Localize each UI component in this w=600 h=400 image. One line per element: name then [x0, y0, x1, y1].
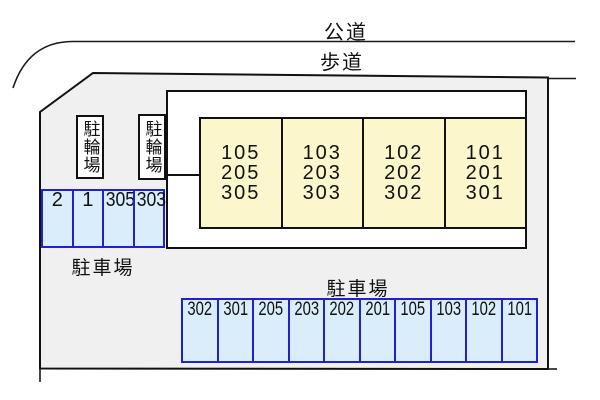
parking-space-203: 203	[287, 299, 323, 361]
room-unit-103: 103 203 303	[280, 117, 364, 229]
parking-space-number: 101	[506, 299, 532, 320]
parking-space-number: 305	[105, 189, 136, 211]
parking-space-number: 102	[471, 299, 497, 320]
parking-space-2: 2	[43, 189, 72, 246]
parking-space-number: 203	[293, 299, 319, 320]
room-unit-105: 105 205 305	[199, 117, 283, 229]
parking-space-101: 101	[500, 299, 536, 361]
parking-space-number: 202	[329, 299, 355, 320]
room-number: 303	[302, 182, 342, 204]
room-number: 202	[384, 162, 424, 184]
room-number: 203	[302, 162, 342, 184]
parking-space-305: 305	[102, 189, 136, 246]
parking-space-number: 103	[435, 299, 461, 320]
left-parking-row: 2 1 305 303	[41, 189, 166, 248]
room-number: 305	[221, 182, 261, 204]
building-outline: 105 205 305 103 203 303 102 202 302 101 …	[166, 90, 527, 249]
parking-space-201: 201	[358, 299, 394, 361]
public-road-label: 公道	[324, 22, 368, 44]
bicycle-parking-label: 駐輪場	[80, 120, 100, 174]
room-unit-101: 101 201 301	[443, 117, 527, 229]
bottom-parking-row: 302 301 205 203 202 201 105 103 102 101	[181, 298, 538, 363]
parking-space-303: 303	[132, 189, 166, 246]
parking-space-1: 1	[71, 189, 102, 246]
room-number: 105	[221, 142, 261, 164]
parking-space-302: 302	[183, 300, 217, 361]
parking-space-number: 302	[187, 299, 213, 320]
entrance-partition-line	[166, 174, 201, 176]
room-number: 302	[384, 182, 424, 204]
parking-space-105: 105	[394, 300, 430, 361]
bicycle-parking-label: 駐輪場	[142, 120, 162, 174]
parking-space-number: 205	[258, 299, 284, 320]
parking-space-number: 301	[222, 299, 248, 320]
parking-space-103: 103	[429, 299, 465, 361]
room-number: 205	[221, 162, 261, 184]
room-number: 301	[465, 182, 505, 204]
room-number: 201	[465, 162, 505, 184]
room-number: 101	[465, 142, 505, 164]
bottom-parking-title: 駐車場	[326, 279, 390, 300]
parking-space-number: 201	[364, 299, 390, 320]
sidewalk-label: 歩道	[320, 52, 364, 74]
parking-space-205: 205	[252, 300, 288, 361]
parking-space-number: 303	[136, 189, 166, 211]
parking-space-301: 301	[216, 299, 252, 361]
parking-space-number: 1	[82, 189, 94, 211]
room-block: 105 205 305 103 203 303 102 202 302 101 …	[199, 117, 527, 229]
bicycle-parking-left: 駐輪場	[76, 115, 104, 179]
bicycle-parking-right: 駐輪場	[138, 114, 166, 180]
parking-space-202: 202	[323, 300, 359, 361]
road-boundary-line	[12, 40, 575, 89]
room-number: 103	[302, 142, 342, 164]
room-unit-102: 102 202 302	[362, 117, 446, 229]
parking-space-number: 105	[400, 299, 426, 320]
parking-space-number: 2	[51, 189, 63, 211]
left-parking-title: 駐車場	[71, 258, 135, 279]
room-number: 102	[384, 142, 424, 164]
parking-space-102: 102	[465, 300, 501, 361]
